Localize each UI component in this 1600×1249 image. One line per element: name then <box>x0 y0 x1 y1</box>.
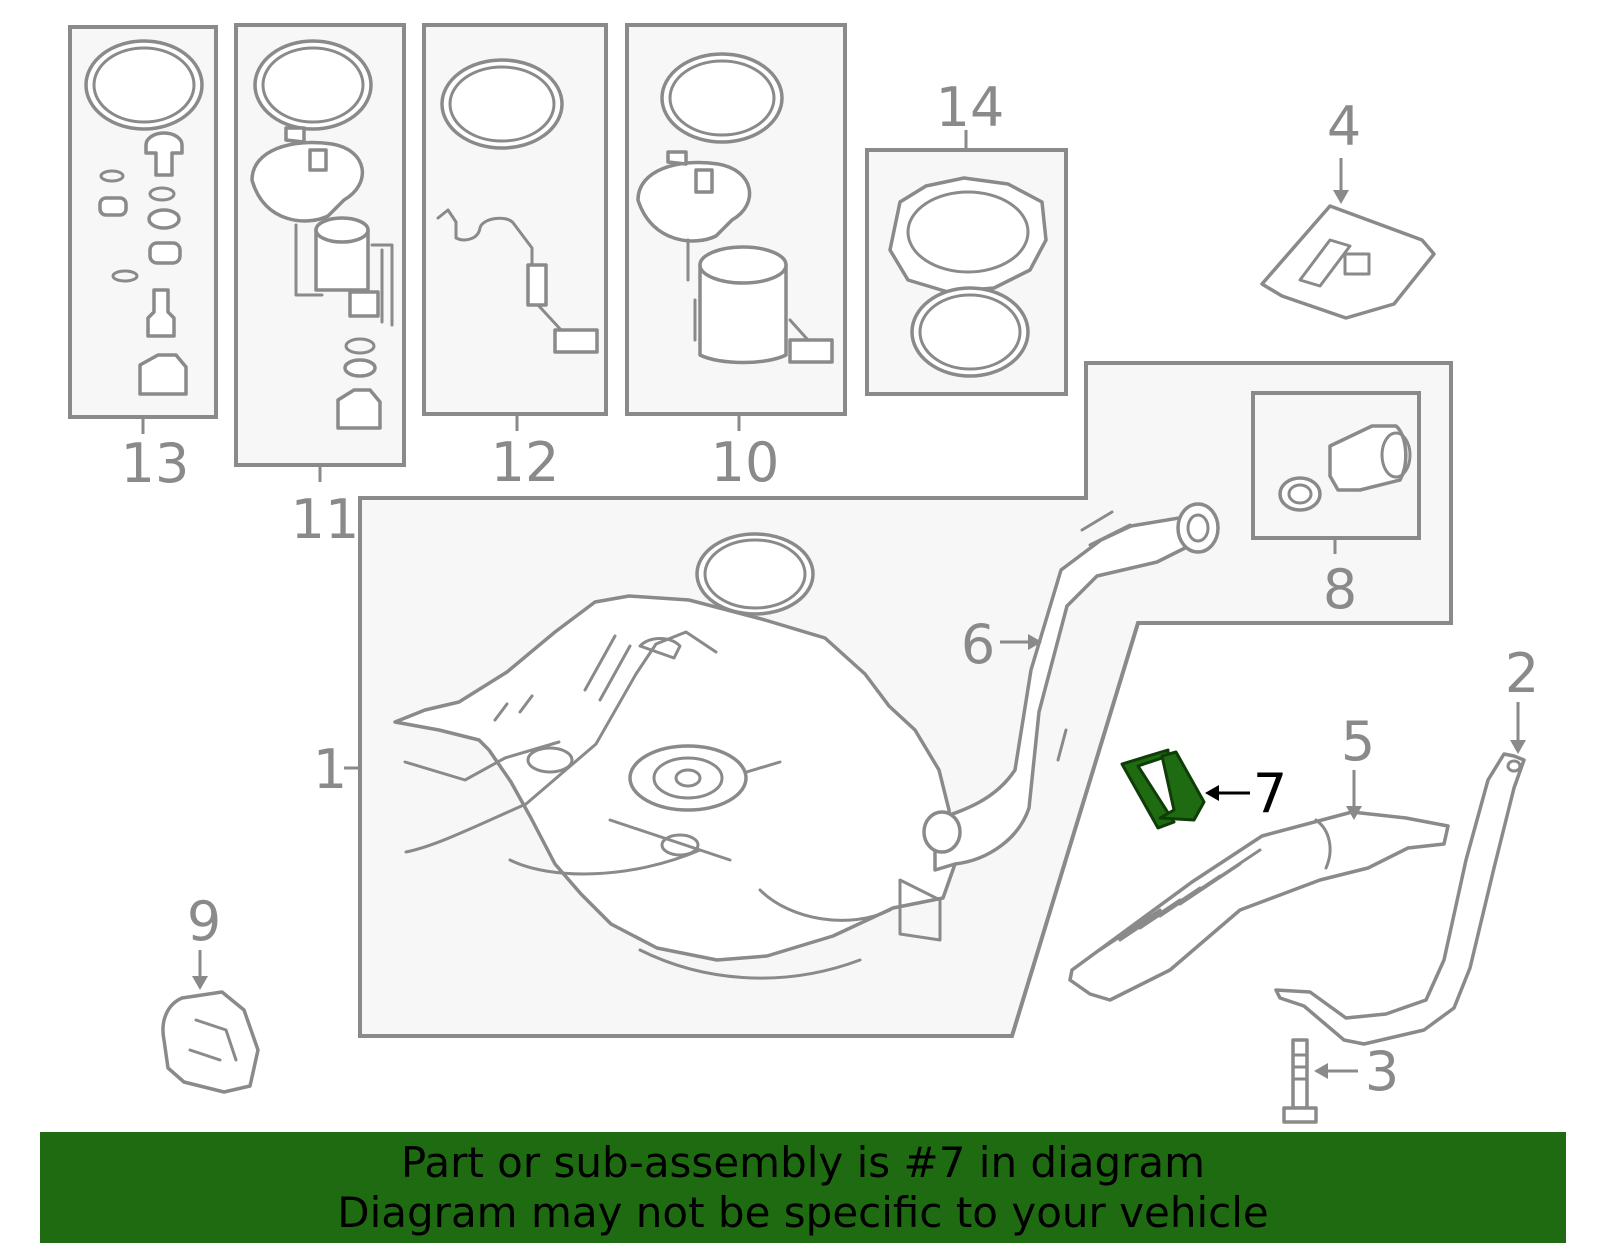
part-2-strap <box>1274 752 1526 1046</box>
part-6-filler-pipe <box>922 502 1220 872</box>
callout-11: 11 <box>291 465 360 551</box>
part-7-highlighted <box>1120 748 1206 830</box>
callout-8: 8 <box>1323 538 1357 621</box>
svg-text:6: 6 <box>961 613 995 676</box>
callout-5: 5 <box>1341 710 1375 820</box>
callout-6: 6 <box>961 613 1042 676</box>
part-5-heat-shield <box>1068 810 1450 1002</box>
kit-box-8 <box>1251 391 1421 540</box>
callout-10: 10 <box>711 414 780 494</box>
callout-3: 3 <box>1314 1040 1399 1103</box>
callout-14: 14 <box>936 76 1005 150</box>
kit-box-12 <box>422 23 608 416</box>
svg-text:4: 4 <box>1327 95 1361 158</box>
svg-text:5: 5 <box>1341 710 1375 773</box>
svg-text:9: 9 <box>187 890 221 953</box>
kit-box-11 <box>234 23 406 467</box>
svg-text:13: 13 <box>121 432 190 495</box>
banner-line-1: Part or sub-assembly is #7 in diagram <box>400 1137 1206 1187</box>
part-3-bolt <box>1282 1038 1318 1124</box>
callout-13: 13 <box>121 417 190 495</box>
svg-text:1: 1 <box>313 738 347 801</box>
info-banner: Part or sub-assembly is #7 in diagram Di… <box>40 1132 1566 1243</box>
callout-2: 2 <box>1505 642 1539 754</box>
kit-box-10 <box>625 23 847 416</box>
kit-box-14 <box>865 148 1068 396</box>
svg-text:10: 10 <box>711 431 780 494</box>
svg-text:14: 14 <box>936 76 1005 139</box>
svg-text:12: 12 <box>491 431 560 494</box>
kit-box-13 <box>68 25 218 419</box>
svg-text:7: 7 <box>1253 762 1287 825</box>
callout-9: 9 <box>187 890 221 990</box>
part-4-shield <box>1260 204 1436 320</box>
callout-1: 1 <box>313 738 360 801</box>
callout-4: 4 <box>1327 95 1361 204</box>
svg-text:2: 2 <box>1505 642 1539 705</box>
callout-7: 7 <box>1205 762 1287 825</box>
svg-text:11: 11 <box>291 488 360 551</box>
svg-text:3: 3 <box>1365 1040 1399 1103</box>
callout-12: 12 <box>491 414 560 494</box>
banner-line-2: Diagram may not be specific to your vehi… <box>337 1187 1269 1237</box>
part-9-grommet <box>161 990 260 1094</box>
svg-text:8: 8 <box>1323 558 1357 621</box>
